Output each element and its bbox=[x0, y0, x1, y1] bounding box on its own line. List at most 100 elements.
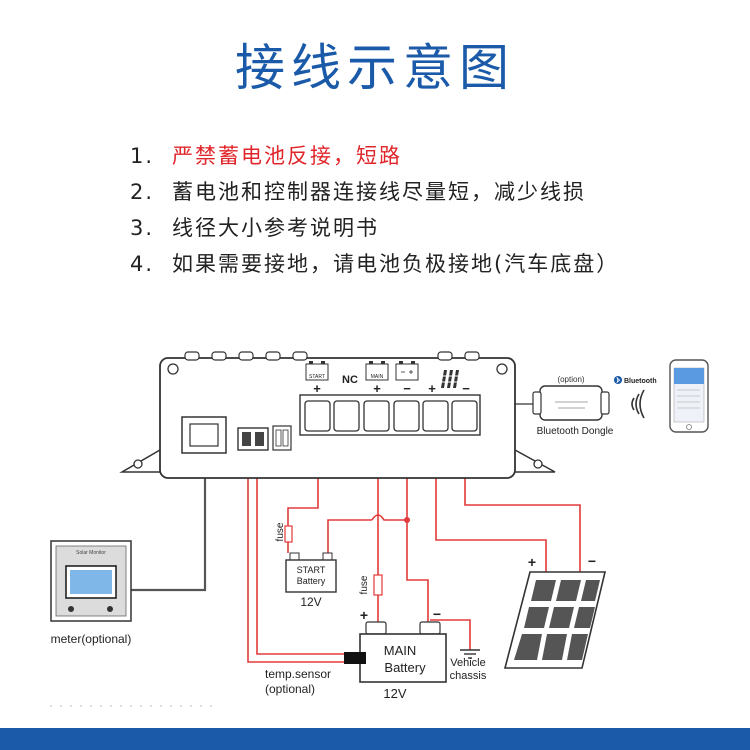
main-battery-minus: − bbox=[433, 606, 441, 622]
screw bbox=[533, 459, 543, 469]
pv-minus-mark: − bbox=[462, 381, 470, 396]
solar-cell bbox=[531, 580, 556, 601]
screw bbox=[133, 459, 143, 469]
rib bbox=[184, 351, 200, 361]
solar-cell bbox=[567, 634, 588, 660]
note-2: 2. 蓄电池和控制器连接线尽量短，减少线损 bbox=[130, 176, 586, 206]
pv-minus-label: − bbox=[588, 553, 596, 569]
terminals bbox=[304, 400, 478, 432]
start-fuse: fuse bbox=[275, 522, 293, 543]
main-battery-line2: Battery bbox=[384, 660, 426, 675]
controller: START NC MAIN + + − + − bbox=[119, 351, 556, 479]
solar-cells bbox=[514, 580, 600, 660]
ground-icon bbox=[460, 649, 480, 659]
temp-sensor-wire-a bbox=[247, 445, 350, 663]
meter-label: meter(optional) bbox=[51, 632, 132, 646]
start-battery-voltage: 12V bbox=[300, 595, 321, 609]
temp-sensor-wire-b bbox=[256, 445, 350, 655]
start-terminal-label: START bbox=[309, 374, 325, 380]
terminal-main-negative bbox=[393, 400, 420, 432]
dongle-body bbox=[539, 385, 603, 421]
temp-sensor-label: temp.sensor bbox=[265, 667, 331, 681]
note-4: 4. 如果需要接地，请电池负极接地(汽车底盘） bbox=[130, 248, 619, 278]
rib bbox=[211, 351, 227, 361]
solar-cell bbox=[581, 580, 600, 601]
start-negative-wire bbox=[327, 519, 372, 553]
wireless-waves-icon bbox=[631, 389, 645, 419]
solar-cell bbox=[556, 580, 581, 601]
screw bbox=[496, 363, 508, 375]
solar-cell bbox=[574, 607, 595, 628]
solar-cell bbox=[549, 607, 574, 628]
meter-display bbox=[70, 570, 112, 594]
pv-positive-wire bbox=[435, 432, 547, 572]
start-fuse-label: fuse bbox=[275, 522, 286, 541]
wire-junction bbox=[404, 517, 410, 523]
note-1-number: 1. bbox=[130, 144, 155, 168]
note-3: 3.线径大小参考说明书 bbox=[130, 212, 379, 242]
main-fuse: fuse bbox=[359, 574, 383, 596]
wire-crossover bbox=[371, 514, 406, 521]
meter-cable bbox=[130, 445, 207, 592]
terminal-pv-positive bbox=[422, 400, 449, 432]
bluetooth-brand-text: Bluetooth bbox=[624, 378, 657, 385]
terminal-main-positive bbox=[363, 400, 390, 432]
dongle-label: Bluetooth Dongle bbox=[537, 426, 614, 437]
screw bbox=[167, 363, 179, 375]
temp-sensor-optional: (optional) bbox=[265, 682, 315, 696]
chassis-label-line1: Vehicle bbox=[450, 657, 485, 669]
terminal-nc bbox=[333, 400, 360, 432]
rib bbox=[464, 351, 480, 361]
chassis-label-line2: chassis bbox=[450, 670, 487, 682]
start-battery: START Battery 12V bbox=[285, 552, 337, 609]
note-3-number: 3. bbox=[130, 216, 155, 240]
main-fuse-label: fuse bbox=[359, 575, 370, 594]
start-battery-icon: START bbox=[305, 361, 329, 381]
note-4-text: 如果需要接地，请电池负极接地(汽车底盘） bbox=[172, 252, 620, 276]
solar-cell bbox=[514, 634, 542, 660]
main-terminal-label: MAIN bbox=[371, 374, 384, 380]
pv-plus-mark: + bbox=[428, 381, 436, 396]
meter-button bbox=[107, 606, 113, 612]
meter-button bbox=[68, 606, 74, 612]
main-minus-mark: − bbox=[403, 381, 411, 396]
temp-sensor-probe bbox=[344, 652, 366, 664]
dongle-tab-right bbox=[600, 391, 610, 415]
aux-port-pin bbox=[282, 429, 289, 447]
page-title: 接线示意图 bbox=[235, 39, 515, 97]
screws bbox=[133, 363, 543, 469]
solar-cell bbox=[524, 607, 549, 628]
temp-port-pin bbox=[255, 432, 264, 446]
rib bbox=[238, 351, 254, 361]
temp-port-pin bbox=[242, 432, 251, 446]
wires bbox=[130, 403, 581, 663]
main-battery-plus: + bbox=[360, 607, 368, 623]
bottom-bar bbox=[0, 728, 750, 750]
start-plus-mark: + bbox=[313, 381, 321, 396]
dongle-tab-left bbox=[532, 391, 542, 415]
pv-plus-label: + bbox=[528, 554, 536, 570]
start-battery-line1: START bbox=[297, 565, 326, 575]
note-2-number: 2. bbox=[130, 180, 155, 204]
nc-label: NC bbox=[342, 374, 358, 386]
start-battery-line2: Battery bbox=[297, 576, 326, 586]
note-1: 1. 严禁蓄电池反接，短路 bbox=[130, 140, 402, 170]
battery-symbol-icon bbox=[395, 361, 419, 381]
note-2-text: 蓄电池和控制器连接线尽量短，减少线损 bbox=[172, 180, 586, 204]
rib bbox=[437, 351, 453, 361]
note-4-number: 4. bbox=[130, 252, 155, 276]
dongle-option-label: (option) bbox=[557, 375, 584, 384]
rib bbox=[292, 351, 308, 361]
meter-port-inner bbox=[189, 423, 219, 447]
main-battery-icon: MAIN bbox=[365, 361, 389, 381]
aux-port-pin bbox=[275, 429, 282, 447]
bluetooth-icon: Bluetooth bbox=[614, 376, 657, 385]
main-battery-voltage: 12V bbox=[383, 686, 406, 701]
main-negative-wire bbox=[406, 432, 429, 622]
solar-panel-icon bbox=[440, 370, 459, 388]
main-battery: MAIN Battery 12V + − bbox=[359, 606, 447, 701]
heatsink-ribs bbox=[184, 351, 480, 361]
terminal-pv-negative bbox=[451, 400, 478, 432]
meter: Solar Monitor meter(optional) bbox=[50, 540, 132, 646]
note-1-text: 严禁蓄电池反接，短路 bbox=[172, 144, 402, 168]
